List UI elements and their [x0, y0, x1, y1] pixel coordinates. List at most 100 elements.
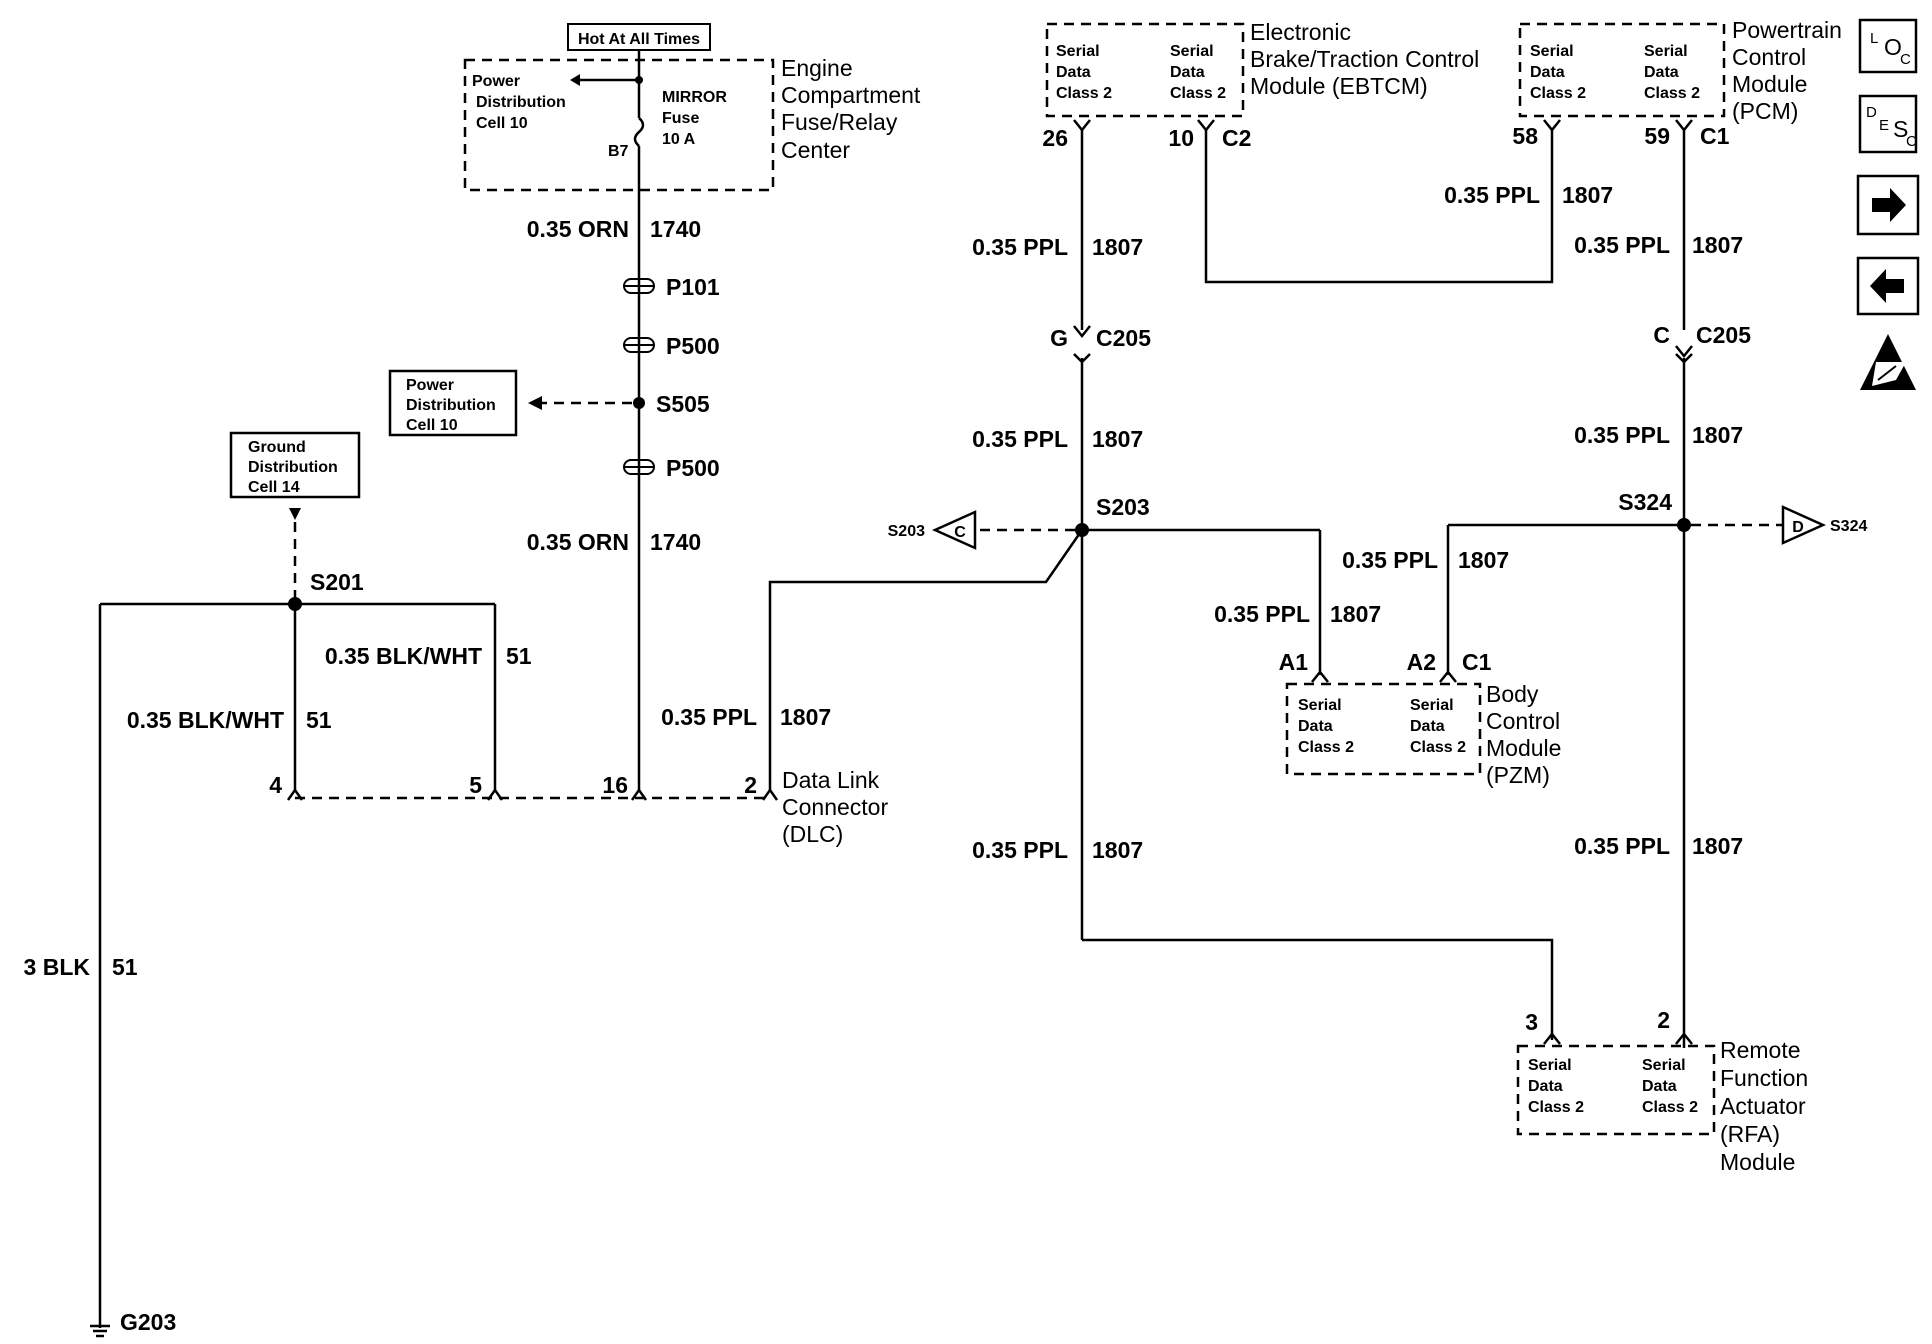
- blk3-label: 3 BLK: [24, 954, 91, 980]
- loc-letter-c: C: [1900, 51, 1911, 68]
- ground-distribution-cell14-box[interactable]: Ground Distribution Cell 14: [229, 431, 361, 499]
- ebtcm-serial-right-3: Class 2: [1170, 85, 1226, 102]
- pcm-serial-right-2: Data: [1644, 64, 1679, 81]
- dlc-ppl-label: 0.35 PPL: [661, 704, 757, 730]
- pcm-serial-left-2: Data: [1530, 64, 1565, 81]
- ebt-ppl-label: 0.35 PPL: [972, 234, 1068, 260]
- rfa-serial-right-3: Class 2: [1642, 1099, 1698, 1116]
- ebtcm-title-line3: Module (EBTCM): [1250, 73, 1428, 99]
- right-ppl-num-2: 1807: [1692, 422, 1743, 448]
- ebtcm-serial-right-1: Serial: [1170, 43, 1214, 60]
- pdc-label-line2: Distribution: [476, 94, 566, 111]
- s505-label: S505: [656, 391, 710, 417]
- ebtcm-pin-10: 10: [1168, 125, 1194, 151]
- loc-button[interactable]: L O C: [1858, 18, 1918, 74]
- rfa-serial-left-3: Class 2: [1528, 1099, 1584, 1116]
- pcm-serial-left-3: Class 2: [1530, 85, 1586, 102]
- s324-offpage-reference[interactable]: D S324: [1781, 505, 1867, 545]
- blkwht-num-1: 51: [506, 643, 532, 669]
- pdc-box-line2: Distribution: [406, 397, 496, 414]
- desc-button[interactable]: D E S C: [1858, 94, 1918, 154]
- fuse-center-title-line2: Compartment: [781, 82, 921, 108]
- dlc-pin-16: 16: [602, 772, 628, 798]
- pcm-serial-left-1: Serial: [1530, 43, 1574, 60]
- rfa-title-line4: (RFA): [1720, 1121, 1780, 1147]
- desc-letter-c: C: [1906, 133, 1917, 150]
- pcm-ppl-label-2: 0.35 PPL: [1574, 232, 1670, 258]
- bcm-serial-left-1: Serial: [1298, 697, 1342, 714]
- rfa-module-box[interactable]: Serial Data Class 2 Serial Data Class 2: [1516, 1044, 1716, 1136]
- rfa-serial-right-2: Data: [1642, 1078, 1677, 1095]
- dlc-title-line3: (DLC): [782, 821, 843, 847]
- rfa-serial-right-1: Serial: [1642, 1057, 1686, 1074]
- fuse-label-line1: MIRROR: [662, 89, 727, 106]
- bcm-connector-c1: C1: [1462, 649, 1492, 675]
- rfa-title-line5: Module: [1720, 1149, 1795, 1175]
- b7-label: B7: [608, 143, 629, 160]
- s203-offpage-reference[interactable]: C S203: [888, 510, 977, 550]
- bcm-serial-left-2: Data: [1298, 718, 1333, 735]
- bcm-serial-right-2: Data: [1410, 718, 1445, 735]
- rfa-serial-left-1: Serial: [1528, 1057, 1572, 1074]
- loc-letter-o: O: [1884, 34, 1902, 60]
- bcm-ppl-label-1: 0.35 PPL: [1342, 547, 1438, 573]
- blk3-num: 51: [112, 954, 138, 980]
- bcm-serial-right-1: Serial: [1410, 697, 1454, 714]
- fuse-center-title-line4: Center: [781, 137, 850, 163]
- left-ppl-num-3: 1807: [1092, 837, 1143, 863]
- p101-label: P101: [666, 274, 720, 300]
- orn-wire-circuit-label: 1740: [650, 216, 701, 242]
- ebtcm-title-line2: Brake/Traction Control: [1250, 46, 1479, 72]
- dlc-pin-4: 4: [269, 772, 282, 798]
- rfa-title-line1: Remote: [1720, 1037, 1801, 1063]
- bcm-title-line4: (PZM): [1486, 762, 1550, 788]
- ground-symbol-icon: [90, 1315, 110, 1338]
- power-distribution-cell10-box[interactable]: Power Distribution Cell 10: [388, 369, 518, 437]
- p500-connector-b: [623, 459, 655, 475]
- pcm-module-box[interactable]: Serial Data Class 2 Serial Data Class 2: [1518, 22, 1726, 118]
- orn-wire-gauge-label: 0.35 ORN: [527, 216, 629, 242]
- s203-label: S203: [1096, 494, 1150, 520]
- ebtcm-title-line1: Electronic: [1250, 19, 1351, 45]
- s505-splice: [633, 397, 645, 409]
- fuse-relay-center-box: Power Distribution Cell 10 MIRROR Fuse 1…: [463, 58, 775, 192]
- fuse-label-line3: 10 A: [662, 131, 696, 148]
- ebtcm-serial-right-2: Data: [1170, 64, 1205, 81]
- bcm-ppl-label-2: 0.35 PPL: [1214, 601, 1310, 627]
- s201-label: S201: [310, 569, 364, 595]
- bcm-ppl-num-1: 1807: [1458, 547, 1509, 573]
- desc-letter-e: E: [1879, 117, 1889, 134]
- esd-warning-icon: [1860, 334, 1916, 390]
- pcm-connector-c1: C1: [1700, 123, 1730, 149]
- bcm-serial-left-3: Class 2: [1298, 739, 1354, 756]
- right-ppl-label-2: 0.35 PPL: [1574, 422, 1670, 448]
- bcm-serial-right-3: Class 2: [1410, 739, 1466, 756]
- blkwht-label-1: 0.35 BLK/WHT: [325, 643, 482, 669]
- back-arrow-icon[interactable]: [1856, 256, 1920, 316]
- pcm-serial-right-1: Serial: [1644, 43, 1688, 60]
- bcm-title-line1: Body: [1486, 681, 1539, 707]
- p101-connector: [623, 278, 655, 294]
- pcm-pin-58: 58: [1512, 123, 1538, 149]
- rfa-serial-left-2: Data: [1528, 1078, 1563, 1095]
- fuse-label-line2: Fuse: [662, 110, 699, 127]
- ebtcm-serial-left-1: Serial: [1056, 43, 1100, 60]
- left-ppl-label-3: 0.35 PPL: [972, 837, 1068, 863]
- bcm-module-box[interactable]: Serial Data Class 2 Serial Data Class 2: [1285, 682, 1482, 776]
- dlc-connector[interactable]: [286, 787, 779, 801]
- bcm-title-line3: Module: [1486, 735, 1561, 761]
- arrow-left-icon: [570, 74, 580, 86]
- rfa-title-line2: Function: [1720, 1065, 1808, 1091]
- ebtcm-serial-left-2: Data: [1056, 64, 1091, 81]
- pcm-serial-right-3: Class 2: [1644, 85, 1700, 102]
- pcm-title-line1: Powertrain: [1732, 17, 1842, 43]
- pcm-ppl-num-1: 1807: [1562, 182, 1613, 208]
- pdc-box-line3: Cell 10: [406, 417, 458, 434]
- s324-offpage-label: S324: [1830, 518, 1867, 535]
- left-ppl-label-2: 0.35 PPL: [972, 426, 1068, 452]
- bcm-ppl-num-2: 1807: [1330, 601, 1381, 627]
- ebtcm-module-box[interactable]: Serial Data Class 2 Serial Data Class 2: [1045, 22, 1245, 118]
- next-arrow-icon[interactable]: [1856, 174, 1920, 236]
